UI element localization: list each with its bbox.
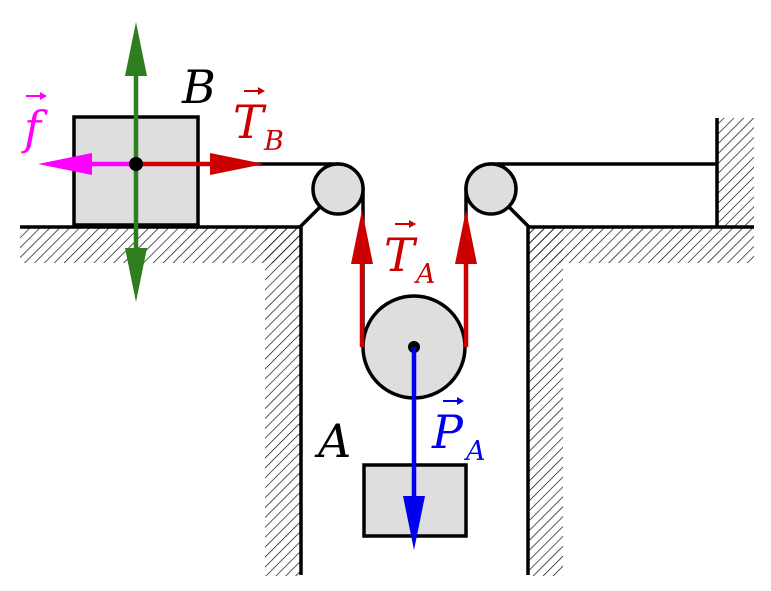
label-block-a: A [314,414,351,468]
tension-b-arrowhead [210,153,264,175]
label-tension-a: T A [384,220,436,290]
normal-force-arrowhead [125,22,147,76]
right-post-hatch [717,118,754,228]
block-b-vertical-forces [125,22,147,302]
weight-a-arrow [403,347,425,550]
left-ledge-hatch [20,228,300,263]
left-wall-hatch [265,228,300,576]
label-friction-letter: f [21,101,48,155]
label-weight-a-subscript: A [463,436,486,467]
left-fixed-pulley [298,162,365,229]
label-tension-b: T B [233,87,284,157]
label-weight-a-letter: P [431,405,464,459]
label-tension-a-subscript: A [413,259,436,290]
label-tension-a-vector-head [409,220,416,228]
label-tension-b-vector-head [258,87,265,95]
label-friction: f [21,92,48,155]
label-block-b: B [181,60,216,114]
left-ledge-edge [20,225,303,575]
weight-a-arrowhead [403,496,425,550]
label-weight-a: P A [431,397,486,467]
tension-b-arrow [136,153,264,175]
block-b-center-dot [129,157,143,171]
label-tension-a-letter: T [384,228,418,282]
right-fixed-pulley [464,162,531,229]
label-tension-b-subscript: B [263,126,284,157]
tension-a-left-arrowhead [351,210,373,264]
right-ledge-hatch [528,228,754,263]
friction-arrow [38,153,136,175]
ground-hatching [20,118,754,576]
label-friction-vector-head [40,92,47,100]
right-wall-hatch [528,228,563,576]
left-pulley-wheel [311,162,365,216]
label-weight-a-vector-head [457,397,464,405]
right-pulley-wheel [464,162,518,216]
weight-b-arrowhead [125,248,147,302]
label-tension-b-letter: T [233,95,267,149]
tension-a-arrows [351,210,477,347]
tension-a-right-arrowhead [455,210,477,264]
friction-arrowhead [38,153,92,175]
